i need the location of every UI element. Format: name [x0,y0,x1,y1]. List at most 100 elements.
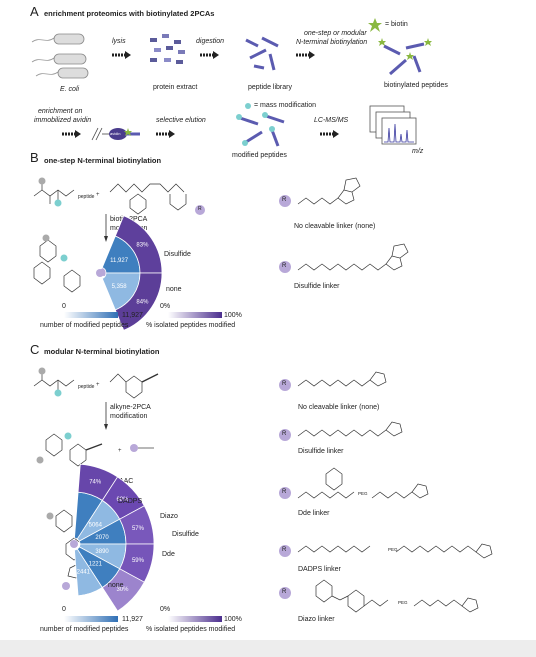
step-selective-elution: selective elution [156,117,206,124]
r-group-b: R [198,206,202,212]
wedge-percent-label: 84% [136,299,149,305]
step-enrichment: enrichment on [38,108,83,115]
scale-count-c-max: 11,927 [122,616,143,623]
scale-count-b-min: 0 [62,303,66,310]
peptide-library-icon [245,36,279,71]
wedge-c-label-3: Dde [162,551,175,558]
panel-b-letter: B [30,150,39,165]
peg-label-dde: PEG [358,491,368,496]
peptide-label-c: peptide [78,384,95,390]
wedge-percent-segment [114,272,163,331]
linker-structure-dadps-c [297,543,493,559]
arrow-icon [112,51,131,59]
scale-percent-b-min: 0% [160,303,171,310]
linker-c-0: No cleavable linker (none) [298,404,380,411]
arrow-icon [156,130,175,138]
step-biotinylation: N-terminal biotinylation [296,39,368,46]
r-group-badge-icon [279,429,291,441]
wedge-c-label-4: none [108,582,124,589]
peptide-plus-alkyne-2pca-structure: + [33,367,159,399]
product-peptide-library: peptide library [248,84,292,91]
wedge-b-label-0: Disulfide [164,251,191,258]
wedge-percent-label: 30% [116,587,129,593]
reagent-c-line2: modification [110,413,148,420]
peg-label-dadps: PEG [388,547,398,552]
product-modified-peptides: modified peptides [232,152,287,159]
mass-modification-dot-icon [245,103,251,109]
scale-count-c-label: number of modified peptides [40,626,129,633]
scale-percent-b-label: % isolated peptides modified [146,322,236,329]
linker-c-1: Disulfide linker [298,448,344,455]
scale-count-b-label: number of modified peptides [40,322,129,329]
down-arrow-icon [104,402,108,430]
r-badge-c4: R [282,547,287,553]
r-group-badge-icon [279,195,291,207]
wedge-count-label: 2070 [95,535,109,541]
ecoli-cells-icon [31,33,89,79]
wedge-c-label-2: Disulfide [172,531,199,538]
product-protein-extract: protein extract [153,84,198,91]
step-one-step: one-step or modular [304,30,367,37]
wedge-percent-label: 83% [136,243,149,249]
scale-percent-c-label: % isolated peptides modified [146,626,236,633]
panel-c-letter: C [30,342,40,357]
panel-c-title: modular N-terminal biotinylation [44,347,160,356]
biotin-star-icon [368,18,382,32]
scale-count-b-max: 11,927 [122,312,143,319]
linker-structure-disulfide-c [297,421,403,437]
wedge-r-group-marker [70,540,78,548]
wedge-chart-b: 11,927 83% 5,358 84% [96,215,163,331]
panel-a-letter: A [30,4,39,19]
avidin-bead-icon [91,127,140,141]
linker-structure-dde-c [297,467,429,499]
linker-structure-none-c [297,371,387,387]
r-group-badge-icon [279,545,291,557]
r-badge-c5: R [282,589,287,595]
linker-c-2: Dde linker [298,510,330,517]
bottom-strip [0,640,536,657]
linker-b-0: No cleavable linker (none) [294,223,376,230]
product-mz: m/z [412,148,424,155]
r-group-badge-icon [279,261,291,273]
legend-biotin: = biotin [385,21,408,28]
wedge-count-label: 5,358 [112,284,128,290]
scale-percent-c-min: 0% [160,606,171,613]
wedge-percent-label: 74% [89,480,102,486]
r-badge-c2: R [282,431,287,437]
scale-count-c [64,616,118,622]
avidin-label: avidin [110,131,121,136]
r-group-badge-icon [279,487,291,499]
linker-c-3: DADPS linker [298,566,341,573]
arrow-icon [200,51,219,59]
wedge-percent-label: 57% [132,526,145,532]
wedge-percent-label: 68% [116,497,129,503]
wedge-count-label: 5064 [89,522,103,528]
r-badge-c1: R [282,381,287,387]
legend-mass: = mass modification [254,102,317,109]
modified-peptides-icon [236,112,285,147]
svg-text:+: + [96,382,100,388]
linker-structure-diazo-c [315,579,479,613]
scale-percent-c [168,616,222,622]
arrow-icon [296,51,315,59]
peg-label-diazo: PEG [398,600,408,605]
reagent-c-line1: alkyne-2PCA [110,404,151,411]
ecoli-label: E. coli [60,86,80,93]
linker-b-1: Disulfide linker [294,283,340,290]
step-lysis: lysis [112,38,126,45]
wedge-count-label: 11,927 [110,258,129,264]
down-arrow-icon [104,214,108,242]
step-digestion: digestion [196,38,225,45]
peptide-label-b: peptide [78,194,95,200]
wedge-count-label: 3890 [95,549,109,555]
protein-extract-icon [150,34,185,64]
wedge-count-label: 1221 [89,562,103,568]
wedge-c-label-0: DADPS [118,498,143,505]
linker-structure-disulfide-b [297,243,409,271]
mass-spectra-icon [369,105,417,145]
arrow-icon [62,130,81,138]
wedge-percent-label: 59% [132,558,145,564]
peptide-plus-biotin-2pca-structure: + [33,177,205,215]
scale-percent-c-max: 100% [224,616,242,623]
